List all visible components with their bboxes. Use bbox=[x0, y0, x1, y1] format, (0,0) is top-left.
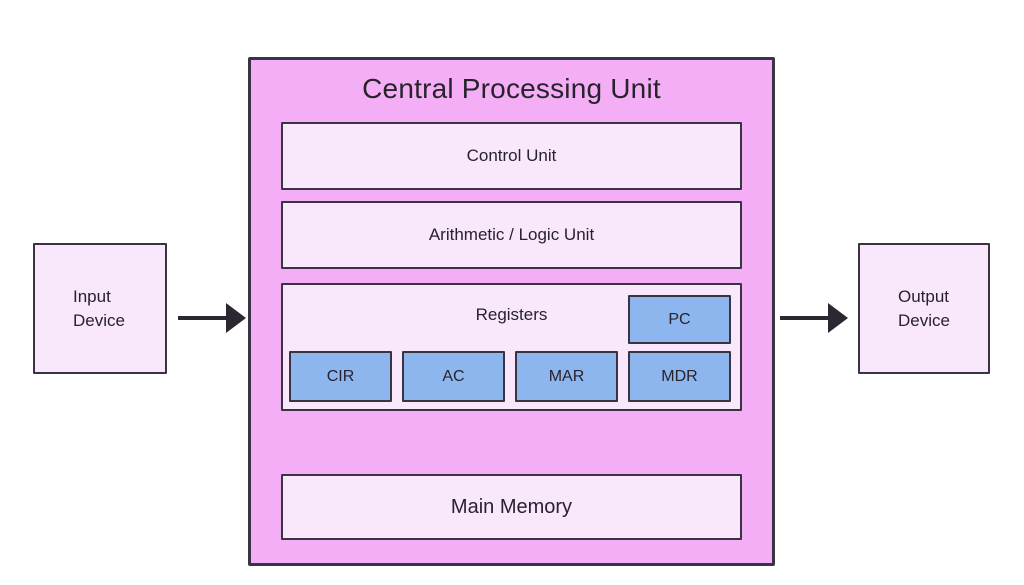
output-device-label-line1: Output bbox=[898, 286, 950, 306]
control-unit-label: Control Unit bbox=[466, 146, 557, 165]
register-ac: AC bbox=[402, 351, 505, 402]
registers-box: Registers PC CIR AC MAR MDR bbox=[281, 283, 742, 411]
register-mar: MAR bbox=[515, 351, 618, 402]
register-cir: CIR bbox=[289, 351, 392, 402]
main-memory-label: Main Memory bbox=[450, 495, 573, 518]
alu-label: Arithmetic / Logic Unit bbox=[428, 225, 595, 244]
input-to-cpu-arrow-icon bbox=[178, 303, 246, 333]
register-mdr: MDR bbox=[628, 351, 731, 402]
cpu-title: Central Processing Unit bbox=[362, 73, 661, 104]
registers-label: Registers bbox=[475, 305, 548, 324]
cpu-box: Central Processing Unit Control Unit Ari… bbox=[248, 57, 775, 566]
register-pc: PC bbox=[628, 295, 731, 344]
cpu-to-output-arrow-icon bbox=[780, 303, 848, 333]
output-device-label-line2: Device bbox=[898, 310, 950, 330]
register-pc-label: PC bbox=[668, 310, 691, 328]
input-device-label-line1: Input bbox=[73, 286, 111, 306]
output-device-box: Output Device bbox=[858, 243, 990, 374]
register-mdr-label: MDR bbox=[661, 367, 698, 385]
alu-box: Arithmetic / Logic Unit bbox=[281, 201, 742, 269]
register-ac-label: AC bbox=[442, 367, 465, 385]
register-mar-label: MAR bbox=[548, 367, 585, 385]
control-unit-box: Control Unit bbox=[281, 122, 742, 190]
register-cir-label: CIR bbox=[326, 367, 355, 385]
input-device-box: Input Device bbox=[33, 243, 167, 374]
input-device-label-line2: Device bbox=[73, 310, 125, 330]
main-memory-box: Main Memory bbox=[281, 474, 742, 540]
